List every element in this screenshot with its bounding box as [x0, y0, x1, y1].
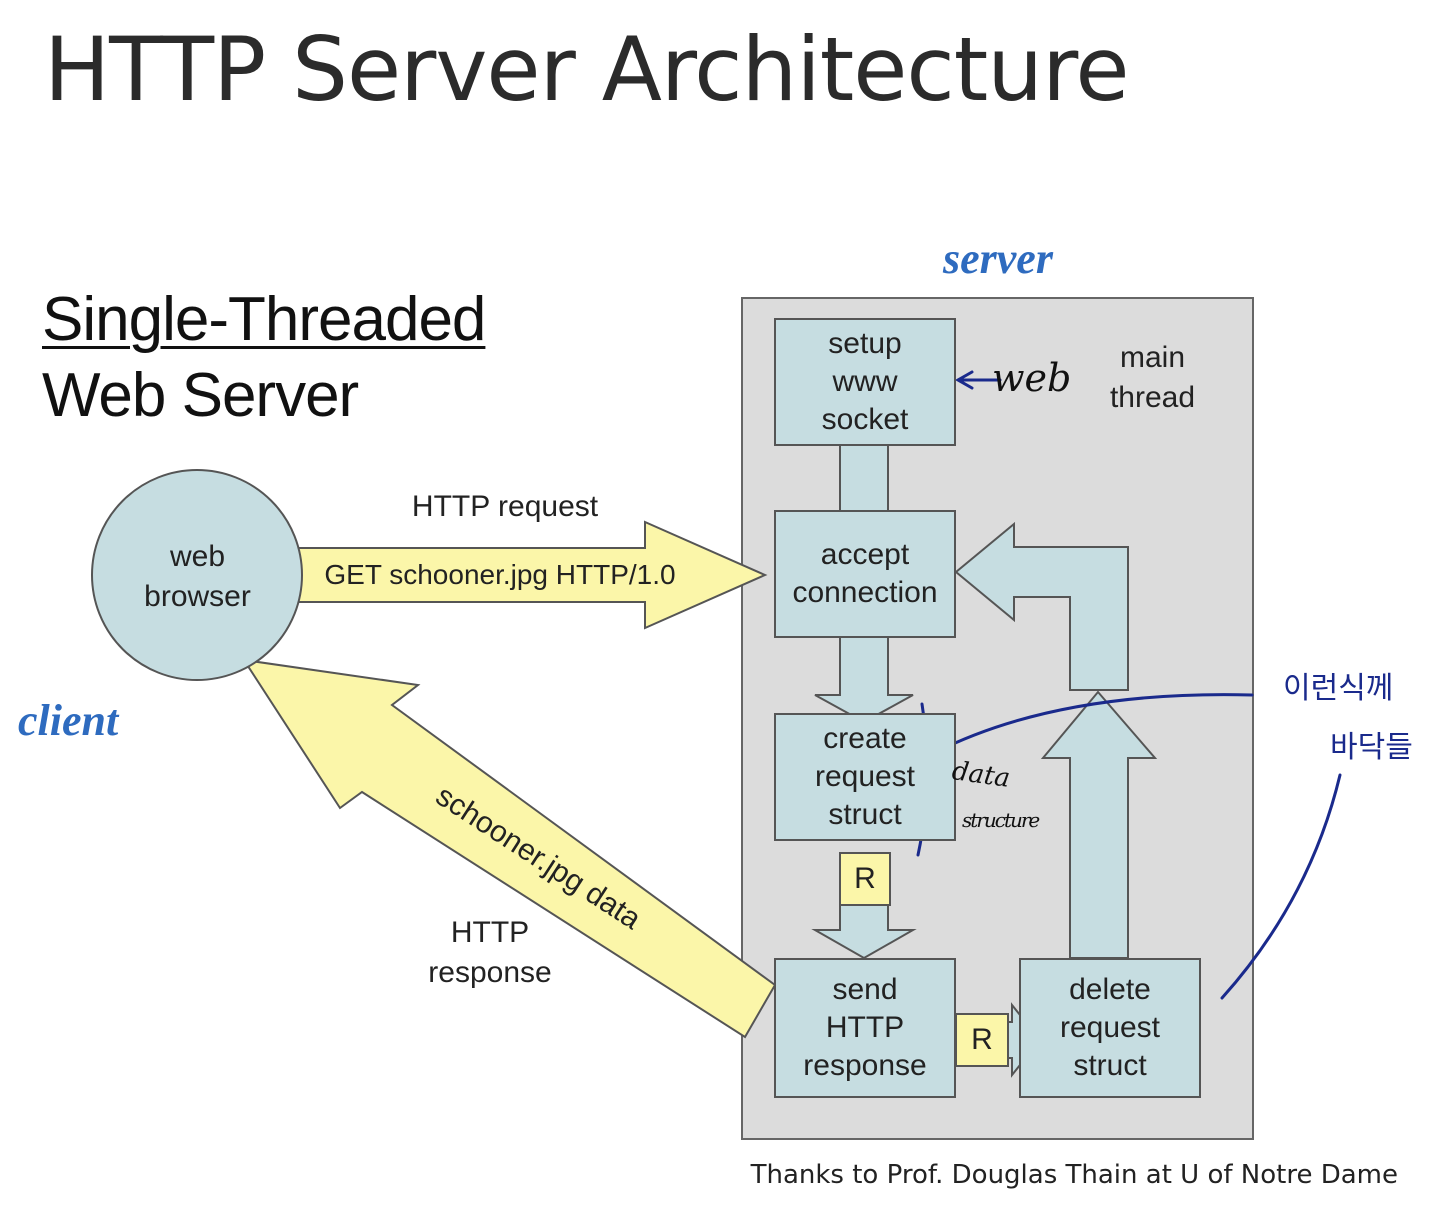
node-accept-connection: accept connection [774, 510, 956, 638]
node-create-text: create request struct [814, 722, 916, 831]
arrow-create-to-send [811, 904, 917, 960]
subtitle-single-threaded: Single-Threaded [42, 285, 486, 354]
note-korean-1: 이런식께 [1283, 671, 1394, 706]
request-marker-1: R [839, 852, 891, 906]
web-browser-node [91, 469, 303, 681]
node-send-text: send HTTP response [803, 973, 927, 1082]
ink-curve-from-note [1220, 773, 1342, 1000]
request-marker-2: R [955, 1013, 1009, 1067]
main-thread-label: main thread [1109, 341, 1196, 414]
node-setup-text: setup www socket [821, 327, 909, 436]
http-request-arrow [292, 520, 768, 630]
credit-footer: Thanks to Prof. Douglas Thain at U of No… [750, 1160, 1398, 1190]
subtitle-web-server: Web Server [42, 361, 359, 430]
note-web: web [992, 356, 1072, 400]
ink-arrow-to-setup [954, 370, 1002, 390]
arrow-loop-to-accept [954, 521, 1129, 691]
client-label: client [18, 696, 119, 745]
web-browser-label: web browser [144, 540, 251, 613]
node-accept-text: accept connection [792, 538, 938, 609]
note-korean-2: 바닥들 [1330, 730, 1413, 765]
node-delete-request: delete request struct [1019, 958, 1201, 1098]
node-setup-socket: setup www socket [774, 318, 956, 446]
http-response-label: HTTP response [428, 916, 552, 989]
node-delete-text: delete request struct [1059, 973, 1161, 1082]
http-response-arrow [241, 658, 777, 1039]
node-create-request: create request struct [774, 713, 956, 841]
http-request-label: HTTP request [411, 490, 599, 523]
note-structure: structure [962, 808, 1040, 832]
arrow-delete-up [1040, 690, 1158, 959]
http-request-content: GET schooner.jpg HTTP/1.0 [324, 559, 676, 590]
node-send-response: send HTTP response [774, 958, 956, 1098]
page-title: HTTP Server Architecture [44, 18, 1129, 121]
server-label: server [943, 234, 1053, 283]
